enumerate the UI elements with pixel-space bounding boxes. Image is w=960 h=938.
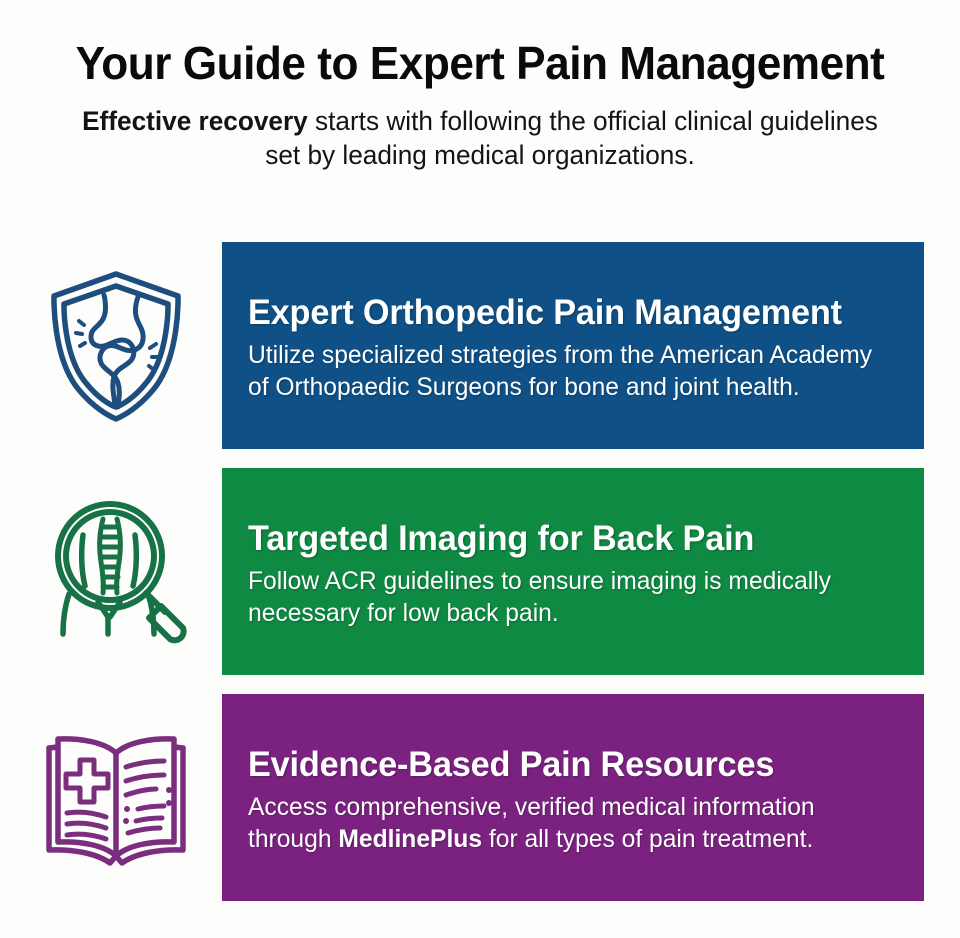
card-imaging-desc: Follow ACR guidelines to ensure imaging … [248, 565, 888, 630]
card-imaging-title: Targeted Imaging for Back Pain [248, 519, 755, 559]
magnifier-spine-icon [55, 501, 187, 644]
page-title: Your Guide to Expert Pain Management [75, 37, 885, 89]
card-resources-desc: Access comprehensive, verified medical i… [248, 791, 888, 856]
card-resources-desc-part2: for all types of pain treatment. [482, 825, 814, 854]
open-book-medical-cross-icon [46, 736, 186, 866]
card-orthopedic-panel: Expert Orthopedic Pain Management Utiliz… [222, 242, 924, 449]
card-imaging-desc-text: Follow ACR guidelines to ensure imaging … [248, 566, 832, 628]
card-imaging-panel: Targeted Imaging for Back Pain Follow AC… [222, 468, 924, 675]
card-imaging: Targeted Imaging for Back Pain Follow AC… [0, 468, 960, 675]
page-subtitle: Effective recovery starts with following… [73, 104, 888, 173]
card-orthopedic-desc-text: Utilize specialized strategies from the … [248, 340, 873, 402]
card-resources-icon-cell [0, 694, 222, 901]
subtitle-rest: starts with following the official clini… [265, 105, 878, 171]
card-resources-panel: Evidence-Based Pain Resources Access com… [222, 694, 924, 901]
card-resources-title: Evidence-Based Pain Resources [248, 745, 775, 785]
shield-bone-joint-icon [51, 270, 181, 422]
card-resources-desc-part1: Access comprehensive, verified medical i… [248, 792, 815, 854]
card-list: Expert Orthopedic Pain Management Utiliz… [0, 242, 960, 920]
card-imaging-icon-cell [0, 468, 222, 675]
card-orthopedic-icon-cell [0, 242, 222, 449]
card-orthopedic: Expert Orthopedic Pain Management Utiliz… [0, 242, 960, 449]
subtitle-emphasis: Effective recovery [82, 105, 308, 136]
card-resources-desc-emphasis: MedlinePlus [338, 825, 483, 854]
card-resources: Evidence-Based Pain Resources Access com… [0, 694, 960, 901]
card-orthopedic-title: Expert Orthopedic Pain Management [248, 293, 842, 333]
card-orthopedic-desc: Utilize specialized strategies from the … [248, 339, 888, 404]
header: Your Guide to Expert Pain Management Eff… [0, 0, 960, 173]
